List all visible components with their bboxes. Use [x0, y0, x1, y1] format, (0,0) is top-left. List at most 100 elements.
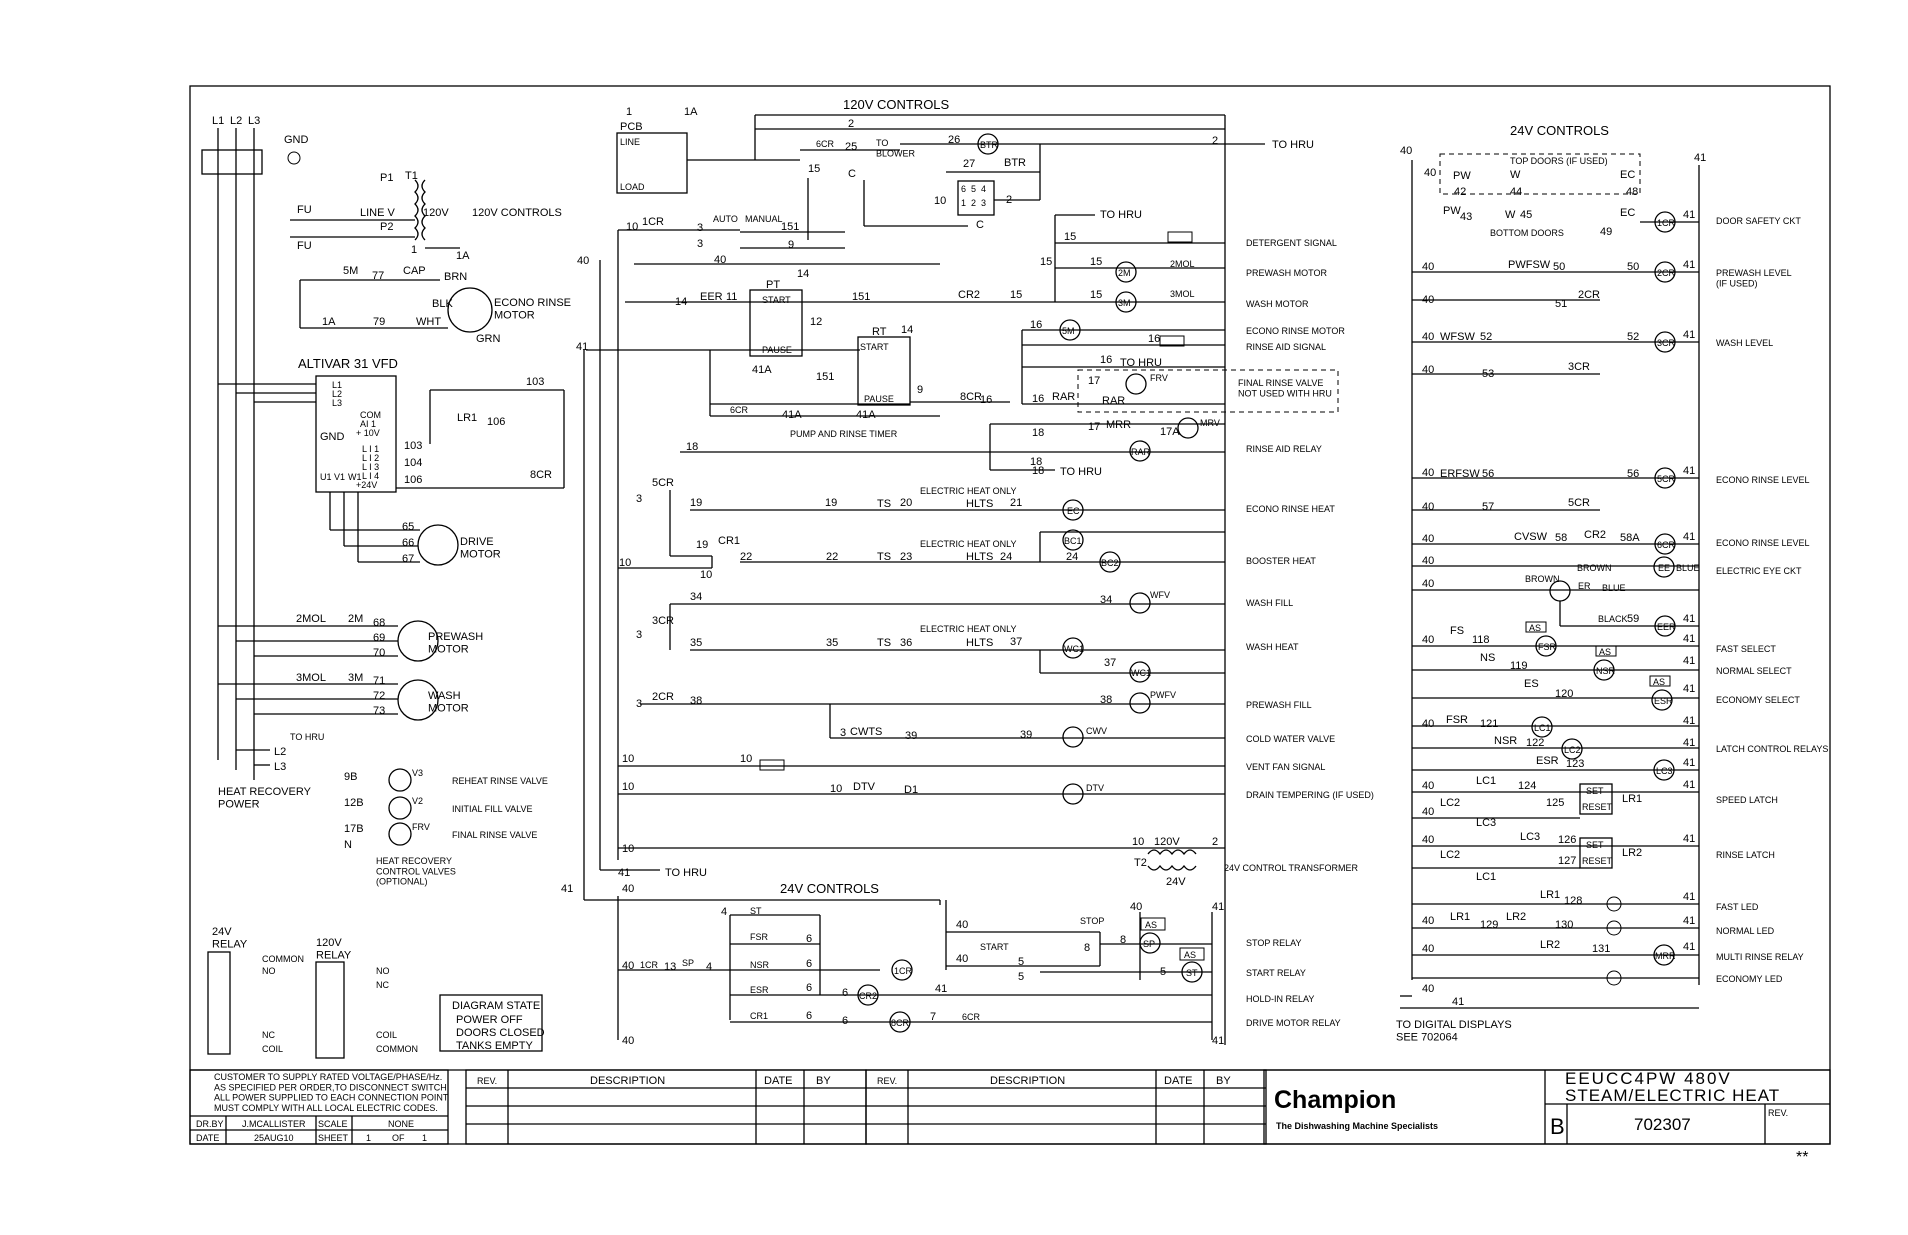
- svg-text:40: 40: [1422, 261, 1434, 273]
- svg-text:59: 59: [1627, 613, 1639, 625]
- svg-text:19: 19: [825, 497, 837, 509]
- svg-text:41: 41: [935, 983, 947, 995]
- svg-text:3M: 3M: [1118, 298, 1131, 308]
- svg-text:TS: TS: [877, 498, 891, 510]
- svg-text:6CR: 6CR: [962, 1012, 981, 1022]
- ground-icon: [287, 151, 301, 165]
- svg-text:6: 6: [842, 987, 848, 999]
- svg-text:17: 17: [1088, 375, 1100, 387]
- svg-text:COIL: COIL: [376, 1030, 397, 1040]
- svg-text:52: 52: [1480, 331, 1492, 343]
- svg-text:41: 41: [1683, 737, 1695, 749]
- svg-text:5CR: 5CR: [652, 477, 674, 489]
- svg-text:2MOL: 2MOL: [1170, 259, 1195, 269]
- l3-label: L3: [248, 115, 260, 127]
- svg-text:27: 27: [963, 158, 975, 170]
- svg-text:START: START: [860, 342, 889, 352]
- drawing-number: 702307: [1634, 1115, 1691, 1134]
- svg-text:COLD WATER VALVE: COLD WATER VALVE: [1246, 734, 1335, 744]
- svg-text:67: 67: [402, 553, 414, 565]
- svg-text:START RELAY: START RELAY: [1246, 968, 1306, 978]
- svg-text:HLTS: HLTS: [966, 498, 993, 510]
- svg-text:51: 51: [1555, 298, 1567, 310]
- svg-text:131: 131: [1592, 943, 1610, 955]
- svg-text:36: 36: [900, 637, 912, 649]
- svg-text:3CR: 3CR: [1568, 361, 1590, 373]
- svg-text:TO HRU: TO HRU: [290, 732, 324, 742]
- svg-text:PW: PW: [1443, 205, 1461, 217]
- svg-text:PREWASH MOTOR: PREWASH MOTOR: [1246, 268, 1328, 278]
- diagram-state-box: [439, 994, 543, 1052]
- svg-text:9: 9: [917, 384, 923, 396]
- svg-text:WC1: WC1: [1064, 644, 1084, 654]
- svg-text:P1: P1: [380, 172, 393, 184]
- svg-text:CAP: CAP: [403, 265, 426, 277]
- svg-text:3MOL: 3MOL: [1170, 289, 1195, 299]
- svg-text:3MOL: 3MOL: [296, 672, 326, 684]
- svg-text:STOP: STOP: [1080, 916, 1104, 926]
- svg-text:40: 40: [1424, 167, 1436, 179]
- svg-text:NC: NC: [376, 980, 389, 990]
- svg-text:45: 45: [1520, 209, 1532, 221]
- svg-text:16: 16: [1100, 354, 1112, 366]
- svg-text:41: 41: [1683, 715, 1695, 727]
- svg-text:10: 10: [622, 781, 634, 793]
- svg-text:DRAIN TEMPERING (IF USED): DRAIN TEMPERING (IF USED): [1246, 790, 1374, 800]
- svg-text:ELECTRIC HEAT ONLY: ELECTRIC HEAT ONLY: [920, 539, 1017, 549]
- svg-text:126: 126: [1558, 834, 1576, 846]
- svg-text:16: 16: [1030, 319, 1042, 331]
- svg-text:ELECTRIC EYE CKT: ELECTRIC EYE CKT: [1716, 566, 1802, 576]
- svg-text:18: 18: [1032, 427, 1044, 439]
- svg-text:41: 41: [1683, 259, 1695, 271]
- controls-120v-title: 120V CONTROLS: [843, 97, 950, 112]
- svg-text:40: 40: [1422, 780, 1434, 792]
- svg-text:COMMON: COMMON: [262, 954, 304, 964]
- svg-text:V3: V3: [412, 768, 423, 778]
- svg-text:CWTS: CWTS: [850, 726, 882, 738]
- svg-text:PW: PW: [1453, 170, 1471, 182]
- svg-text:5CR: 5CR: [1568, 497, 1590, 509]
- svg-text:PREWASH FILL: PREWASH FILL: [1246, 700, 1312, 710]
- svg-text:15: 15: [1090, 289, 1102, 301]
- svg-text:8: 8: [1084, 942, 1090, 954]
- svg-text:40: 40: [1422, 915, 1434, 927]
- svg-text:9B: 9B: [344, 771, 357, 783]
- svg-text:2: 2: [848, 118, 854, 130]
- load-vent-fan-signal: VENT FAN SIGNAL: [759, 759, 1325, 772]
- svg-text:79: 79: [373, 316, 385, 328]
- svg-text:129: 129: [1480, 919, 1498, 931]
- vfd-box: [315, 375, 397, 493]
- svg-text:41: 41: [1683, 531, 1695, 543]
- svg-text:24: 24: [1066, 551, 1078, 563]
- svg-text:6CR: 6CR: [1657, 540, 1676, 550]
- svg-text:14: 14: [797, 268, 809, 280]
- svg-text:BC1: BC1: [1064, 536, 1082, 546]
- svg-text:58: 58: [1555, 532, 1567, 544]
- svg-text:RAR: RAR: [1052, 391, 1075, 403]
- supply-section: L1 L2 L3 GND FU FU P1 T1 P2 LINE V 120V …: [201, 115, 571, 1059]
- svg-text:SCALE: SCALE: [318, 1119, 348, 1129]
- svg-text:40: 40: [1422, 634, 1434, 646]
- svg-text:NC: NC: [262, 1030, 275, 1040]
- svg-text:AI 1: AI 1: [360, 419, 376, 429]
- svg-text:104: 104: [404, 457, 422, 469]
- svg-text:34: 34: [690, 591, 702, 603]
- svg-text:6: 6: [961, 184, 966, 194]
- svg-text:20: 20: [900, 497, 912, 509]
- svg-text:PREWASH LEVEL(IF USED): PREWASH LEVEL(IF USED): [1716, 268, 1792, 288]
- svg-text:LINE V: LINE V: [360, 207, 396, 219]
- svg-text:56: 56: [1627, 468, 1639, 480]
- transformer-secondary-icon: [1147, 864, 1197, 871]
- svg-text:LC3: LC3: [1476, 817, 1496, 829]
- svg-text:BRN: BRN: [444, 271, 467, 283]
- svg-text:6: 6: [806, 982, 812, 994]
- svg-text:SPEED LATCH: SPEED LATCH: [1716, 795, 1778, 805]
- svg-text:WASH FILL: WASH FILL: [1246, 598, 1293, 608]
- heat-type: STEAM/ELECTRIC HEAT: [1565, 1086, 1780, 1105]
- svg-text:8: 8: [1120, 934, 1126, 946]
- svg-text:120V: 120V: [423, 207, 449, 219]
- svg-text:REV.: REV.: [877, 1076, 897, 1086]
